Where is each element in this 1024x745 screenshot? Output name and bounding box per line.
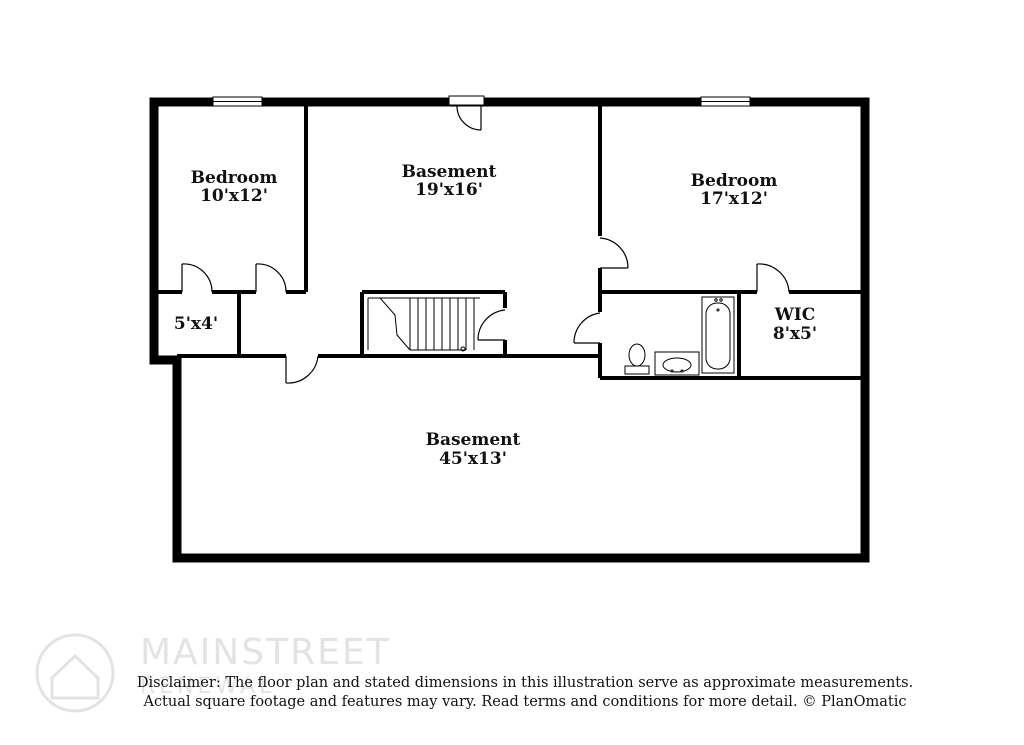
house-logo-icon bbox=[35, 633, 115, 713]
room-dim-wic: 8'x5' bbox=[773, 324, 817, 344]
room-dim-basement-lower: 45'x13' bbox=[439, 449, 507, 469]
room-dim-closet-small: 5'x4' bbox=[174, 314, 218, 334]
door-lower-basement bbox=[285, 355, 319, 384]
toilet-tank bbox=[624, 365, 650, 375]
room-labels: Bedroom 10'x12' Basement 19'x16' Bedroom… bbox=[174, 162, 817, 469]
exterior-walls bbox=[149, 97, 870, 563]
doors bbox=[181, 105, 790, 384]
door-bedroom-right bbox=[599, 237, 629, 269]
watermark-sub: RENEWAL bbox=[140, 674, 276, 699]
door-basement-top bbox=[456, 105, 482, 131]
toilet-bowl bbox=[628, 343, 646, 367]
disclaimer-line-2: Actual square footage and features may v… bbox=[143, 694, 907, 710]
watermark-brand: MAINSTREET bbox=[140, 632, 391, 673]
window-basement bbox=[448, 95, 485, 106]
room-name-wic: WIC bbox=[774, 305, 816, 325]
door-closet-small bbox=[181, 263, 213, 293]
stairs bbox=[367, 297, 480, 352]
room-name-bedroom-left: Bedroom bbox=[191, 168, 278, 188]
room-dim-bedroom-right: 17'x12' bbox=[700, 189, 768, 209]
windows bbox=[212, 95, 751, 107]
door-bathroom bbox=[573, 312, 601, 344]
room-name-bedroom-right: Bedroom bbox=[691, 171, 778, 191]
door-stair-closet bbox=[477, 309, 506, 341]
interior-walls bbox=[154, 102, 865, 380]
disclaimer-line-1: Disclaimer: The floor plan and stated di… bbox=[136, 675, 914, 691]
disclaimer: Disclaimer: The floor plan and stated di… bbox=[130, 674, 920, 712]
room-dim-basement-upper: 19'x16' bbox=[415, 180, 483, 200]
room-name-basement-upper: Basement bbox=[402, 162, 497, 182]
door-bedroom-left bbox=[255, 263, 287, 293]
room-dim-bedroom-left: 10'x12' bbox=[200, 186, 268, 206]
bathroom-fixtures bbox=[624, 296, 735, 376]
door-wic bbox=[756, 263, 790, 293]
room-name-basement-lower: Basement bbox=[426, 430, 521, 450]
watermark-logo: MAINSTREET RENEWAL bbox=[30, 628, 430, 718]
